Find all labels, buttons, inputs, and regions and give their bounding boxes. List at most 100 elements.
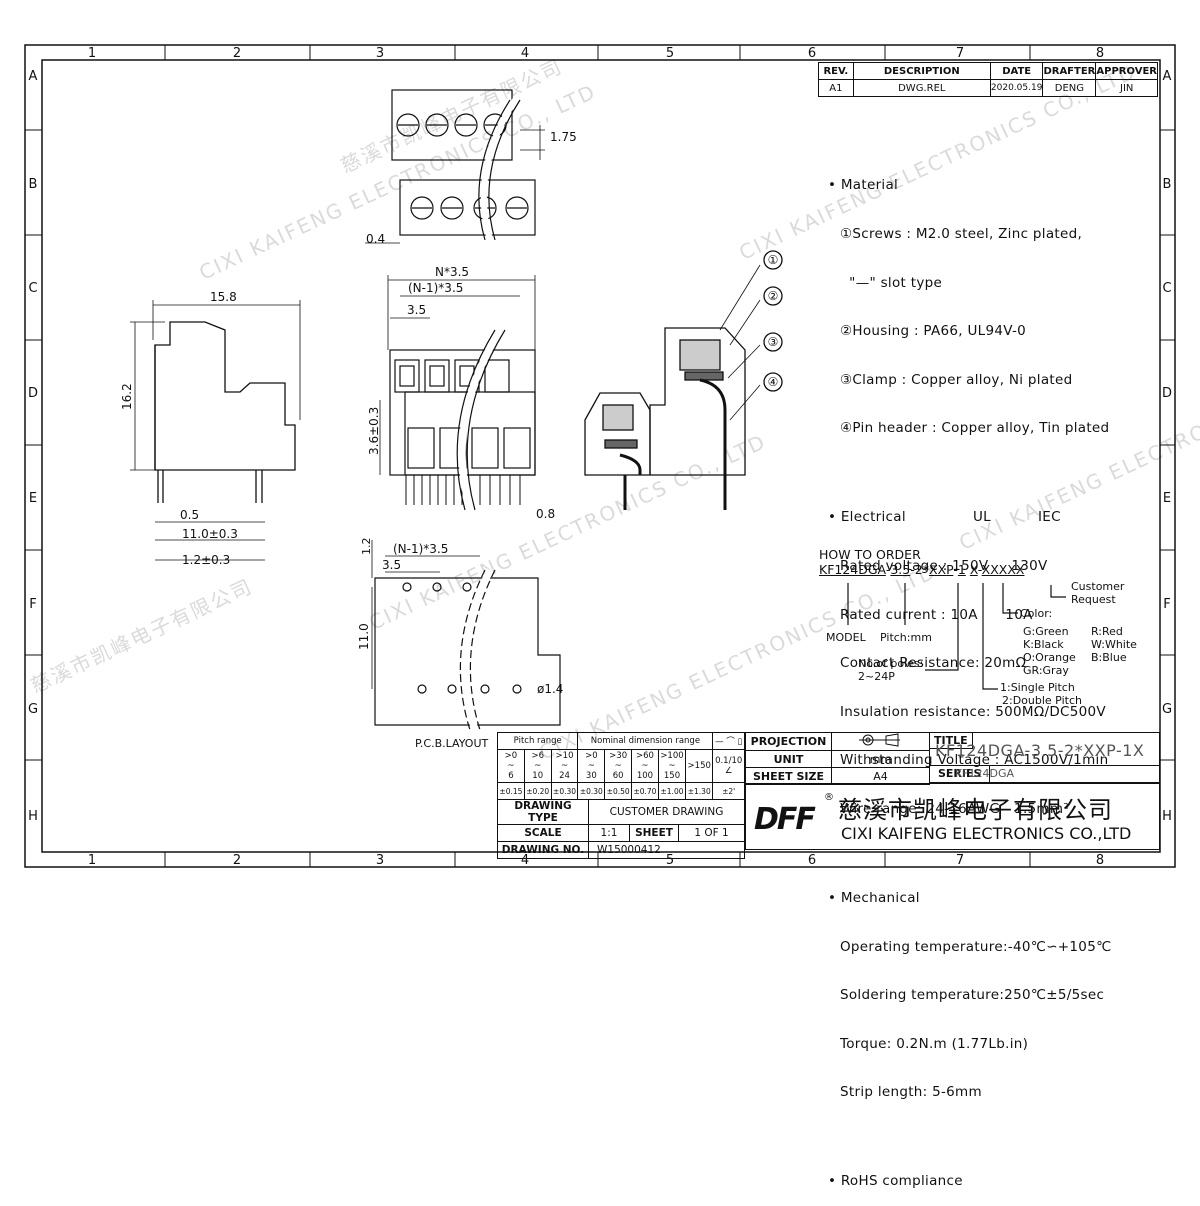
code-color: X bbox=[969, 562, 978, 577]
dim-0-8: 0.8 bbox=[536, 507, 555, 521]
dim-0-4: 0.4 bbox=[366, 232, 385, 246]
cell: 2020.05.19 bbox=[989, 79, 1044, 97]
spec-line: Rated current : 10A 10A bbox=[840, 606, 1033, 623]
callouts: ① ② ③ ④ bbox=[768, 253, 779, 389]
spec-line: "—" slot type bbox=[840, 274, 943, 291]
pcb-dim-1-2: 1.2 bbox=[360, 538, 373, 556]
spec-line: ②Housing : PA66, UL94V-0 bbox=[840, 323, 1027, 340]
header-cell: DATE bbox=[989, 62, 1044, 80]
spec-line: Operating temperature:-40℃∽+105℃ bbox=[840, 938, 1112, 955]
row-label: H bbox=[28, 809, 38, 824]
dim-n-pitch: N*3.5 bbox=[435, 265, 469, 279]
code-pitch: 3.5 bbox=[890, 562, 911, 577]
dim-pitch: 3.5 bbox=[407, 303, 426, 317]
col-label: 5 bbox=[666, 46, 674, 61]
code-model: KF124DGA bbox=[819, 562, 886, 577]
spec-line: ③Clamp : Copper alloy, Ni plated bbox=[840, 371, 1073, 388]
range-cell: >30~60 bbox=[604, 749, 633, 783]
pcb-dim-n1: (N-1)*3.5 bbox=[393, 542, 448, 556]
order-code: KF124DGA-3.5-2*XXP-1 X-XXXXX bbox=[819, 562, 1024, 577]
ul-header: UL bbox=[973, 509, 992, 526]
tol-cell: ±0.15 bbox=[497, 782, 525, 800]
spec-line: Insulation resistance: 500MΩ/DC500V bbox=[840, 703, 1106, 720]
spec-line: Strip length: 5-6mm bbox=[840, 1084, 982, 1101]
order-pitch: Pitch:mm bbox=[880, 631, 932, 644]
range-cell: >60~100 bbox=[631, 749, 659, 783]
dim-15-8: 15.8 bbox=[210, 290, 237, 304]
order-request: Request bbox=[1071, 593, 1116, 606]
dim-0-5: 0.5 bbox=[180, 508, 199, 522]
pcb-dim-3-5: 3.5 bbox=[382, 558, 401, 572]
col-label: 2 bbox=[233, 46, 241, 61]
electrical-title: • Electrical bbox=[828, 509, 906, 526]
callout-2: ② bbox=[768, 289, 779, 303]
section-view-drawing bbox=[584, 250, 783, 510]
row-label: C bbox=[28, 281, 37, 296]
spec-line: ①Screws : M2.0 steel, Zinc plated, bbox=[840, 226, 1083, 242]
sheet-value: 1 OF 1 bbox=[678, 824, 745, 842]
row-label: H bbox=[1162, 809, 1172, 824]
col-label: 5 bbox=[666, 853, 674, 868]
company-name-en: CIXI KAIFENG ELECTRONICS CO.,LTD bbox=[841, 824, 1132, 843]
col-label: 6 bbox=[808, 46, 816, 61]
range-cell: >150 bbox=[685, 749, 714, 783]
tol-cell: ±0.30 bbox=[577, 782, 606, 800]
order-poles: No.of poles: bbox=[858, 657, 924, 670]
order-color-label: Color: bbox=[1020, 607, 1053, 620]
pcb-dim-11: 11.0 bbox=[357, 623, 371, 650]
code-sep: - bbox=[953, 562, 958, 577]
tol-cell: ±0.20 bbox=[523, 782, 552, 800]
col-label: 3 bbox=[376, 853, 384, 868]
col-label: 7 bbox=[956, 46, 964, 61]
series-label: SERIES bbox=[930, 766, 991, 784]
callout-3: ③ bbox=[768, 335, 779, 349]
cell: A1 bbox=[818, 79, 854, 97]
order-arrows bbox=[847, 583, 1066, 690]
order-double-pitch: 2:Double Pitch bbox=[1002, 694, 1082, 707]
code-sep: - bbox=[977, 562, 982, 577]
order-model: MODEL bbox=[826, 631, 866, 644]
row-label: A bbox=[29, 69, 38, 84]
callout-1: ① bbox=[768, 253, 779, 267]
dim-n1-pitch: (N-1)*3.5 bbox=[408, 281, 463, 295]
order-customer: Customer bbox=[1071, 580, 1125, 593]
col-label: 7 bbox=[956, 853, 964, 868]
cell: DWG.REL bbox=[852, 79, 991, 97]
code-pitch-type: 1 bbox=[957, 562, 966, 577]
dim-16-2: 16.2 bbox=[120, 383, 134, 410]
dim-1-75: 1.75 bbox=[550, 130, 577, 144]
col-label: 3 bbox=[376, 46, 384, 61]
mechanical-heading: • Mechanical bbox=[828, 889, 920, 906]
header-cell: APPROVER bbox=[1095, 62, 1158, 80]
col-label: 8 bbox=[1096, 46, 1104, 61]
pitch-range-header: Pitch range bbox=[496, 732, 579, 750]
company-box: DFF ® 慈溪市凯峰电子有限公司 CIXI KAIFENG ELECTRONI… bbox=[745, 783, 1160, 850]
row-label: D bbox=[28, 386, 38, 401]
range-cell: >10~24 bbox=[550, 749, 579, 783]
outer-border bbox=[24, 44, 1176, 868]
tol-cell: ±2' bbox=[712, 782, 745, 800]
range-cell: >6~10 bbox=[523, 749, 552, 783]
how-to-order-title: HOW TO ORDER bbox=[819, 547, 921, 562]
spec-line: Rated voltage : 150V 130V bbox=[840, 557, 1048, 574]
code-customer: XXXXX bbox=[981, 562, 1025, 577]
sheet-label: SHEET bbox=[629, 824, 679, 842]
unit-label: UNIT bbox=[745, 750, 832, 768]
sheet-size-value: A4 bbox=[831, 767, 930, 785]
tol-cell: ±1.00 bbox=[657, 782, 687, 800]
row-label: G bbox=[1162, 702, 1172, 717]
callout-4: ④ bbox=[768, 375, 779, 389]
pcb-dim-hole: ø1.4 bbox=[537, 682, 563, 696]
row-label: F bbox=[1163, 597, 1170, 612]
cell: DENG bbox=[1042, 79, 1097, 97]
flatness-symbols: — ⌒ ▯ bbox=[712, 732, 745, 750]
order-poles-range: 2~24P bbox=[858, 670, 895, 683]
row-label: A bbox=[1163, 69, 1172, 84]
unit-value: mm bbox=[831, 750, 930, 768]
spec-line: Wire range: 24-16AWG 1.5mm² bbox=[840, 800, 1070, 817]
spec-line: Contact Resistance: 20mΩ bbox=[840, 655, 1027, 672]
